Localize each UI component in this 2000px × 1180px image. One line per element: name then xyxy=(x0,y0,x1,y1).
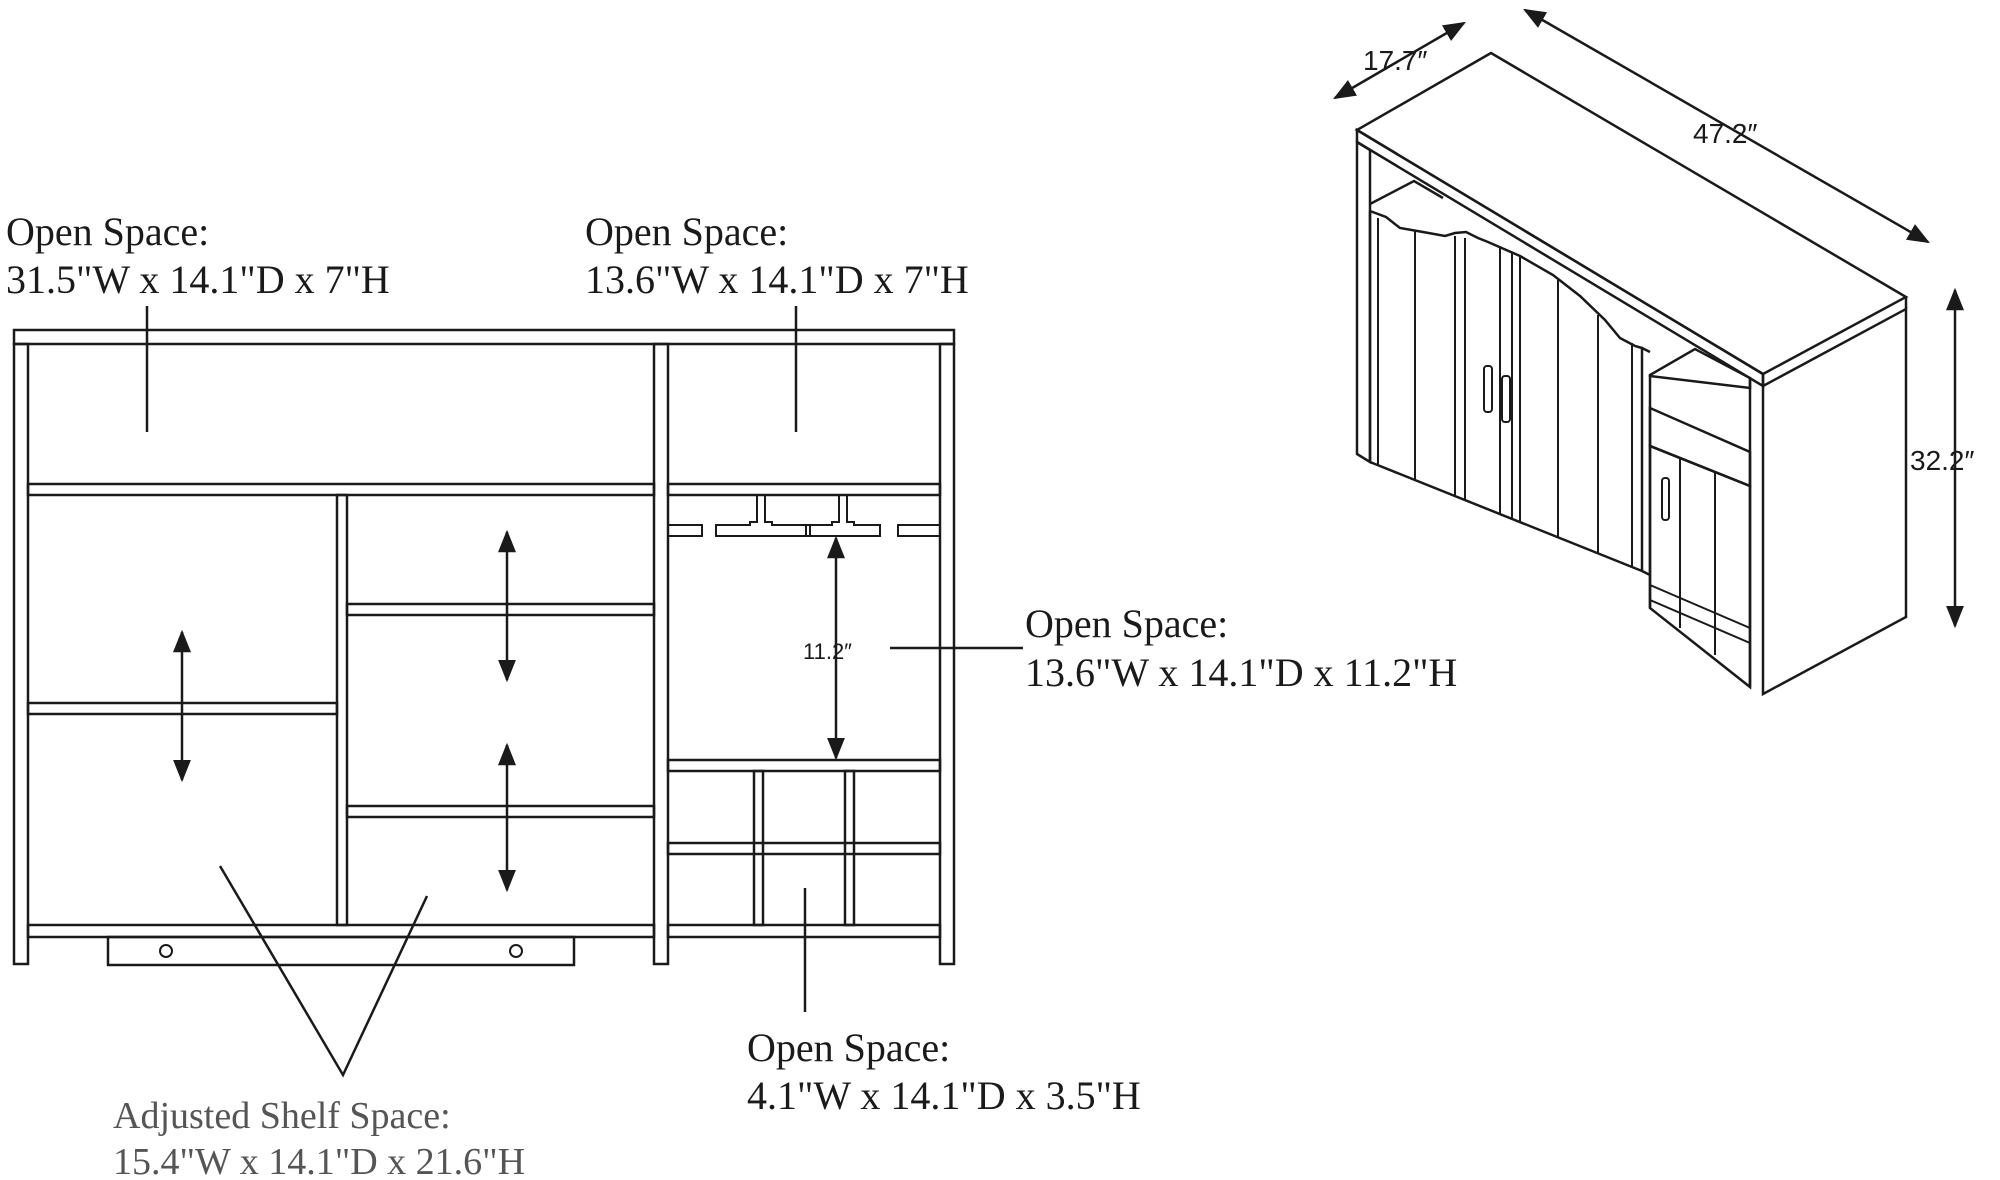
iso-door-handle-right xyxy=(1501,375,1511,423)
svg-text:Open Space:: Open Space: xyxy=(585,209,788,254)
iso-right-side xyxy=(1761,306,1908,697)
iso-small-door xyxy=(1648,444,1752,690)
label-bottom-right: Open Space: 4.1"W x 14.1"D x 3.5"H xyxy=(747,1025,1141,1118)
inner-height-label: 11.2″ xyxy=(803,639,852,664)
front-top-rail-right xyxy=(666,482,942,497)
label-shelf: Adjusted Shelf Space: 15.4"W x 14.1"D x … xyxy=(113,1095,525,1180)
iso-depth-arrow xyxy=(1333,21,1466,100)
svg-text:Open Space:: Open Space: xyxy=(6,209,209,254)
iso-width-label: 47.2″ xyxy=(1693,118,1757,149)
iso-depth-label: 17.7″ xyxy=(1363,45,1427,76)
svg-text:Open Space:: Open Space: xyxy=(747,1025,950,1070)
wine-rack-divider-2 xyxy=(843,769,856,927)
front-center-divider xyxy=(652,342,670,966)
wine-glass-rack xyxy=(668,494,941,537)
front-middle-shelf-1 xyxy=(345,602,656,617)
iso-left-doors-planks xyxy=(1377,218,1633,567)
iso-small-door-handle xyxy=(1661,477,1670,521)
isometric-view: 17.7″ 47.2″ 32.2″ xyxy=(1333,8,1974,697)
label-top-left: Open Space: 31.5"W x 14.1"D x 7"H xyxy=(6,209,390,302)
front-view: 11.2″ xyxy=(12,306,1023,1078)
front-right-side xyxy=(938,342,956,966)
wine-rack-divider-1 xyxy=(752,769,765,927)
iso-width-arrow xyxy=(1523,8,1930,244)
svg-text:31.5"W x 14.1"D x 7"H: 31.5"W x 14.1"D x 7"H xyxy=(6,257,390,302)
iso-height-label: 32.2″ xyxy=(1910,445,1974,476)
front-toe-kick xyxy=(106,935,576,967)
front-top-board xyxy=(12,328,956,346)
svg-text:Open Space:: Open Space: xyxy=(1025,601,1228,646)
svg-text:13.6"W x 14.1"D x 11.2"H: 13.6"W x 14.1"D x 11.2"H xyxy=(1025,650,1457,695)
svg-text:15.4"W x 14.1"D x 21.6"H: 15.4"W x 14.1"D x 21.6"H xyxy=(113,1141,525,1180)
front-toe-kick-hole-right xyxy=(509,944,523,958)
svg-text:Adjusted Shelf Space:: Adjusted Shelf Space: xyxy=(113,1095,451,1137)
svg-text:13.6"W x 14.1"D x 7"H: 13.6"W x 14.1"D x 7"H xyxy=(585,257,969,302)
label-middle-right: Open Space: 13.6"W x 14.1"D x 11.2"H xyxy=(1025,601,1457,695)
wine-rack-shelf-1 xyxy=(666,758,942,773)
iso-top xyxy=(1354,51,1909,376)
front-left-side xyxy=(12,342,30,966)
label-top-right: Open Space: 13.6"W x 14.1"D x 7"H xyxy=(585,209,969,302)
iso-left-side xyxy=(1355,139,1372,465)
iso-door-handle-left xyxy=(1483,365,1493,413)
iso-drawer xyxy=(1648,406,1752,488)
wine-rack-shelf-2 xyxy=(666,841,942,856)
front-inner-divider xyxy=(335,493,349,927)
front-middle-shelf-2 xyxy=(345,804,656,819)
front-bottom-board xyxy=(26,923,656,939)
leader-shelf xyxy=(218,865,429,1078)
iso-small-door-planks xyxy=(1649,458,1751,655)
svg-text:4.1"W x 14.1"D x 3.5"H: 4.1"W x 14.1"D x 3.5"H xyxy=(747,1073,1141,1118)
front-top-rail xyxy=(26,482,656,497)
front-toe-kick-hole-left xyxy=(159,944,173,958)
iso-top-front-edge xyxy=(1355,127,1765,389)
